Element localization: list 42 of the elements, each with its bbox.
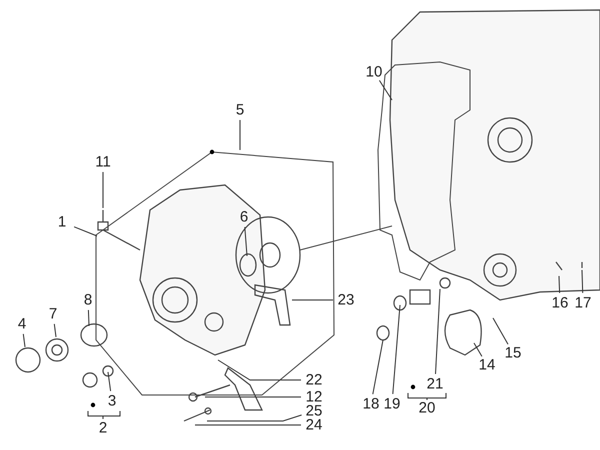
leader-line	[194, 424, 302, 426]
callout-number: 21	[426, 376, 444, 392]
callout-number: 18	[362, 396, 380, 412]
callout-number: 19	[384, 396, 400, 412]
callout-number: 12	[306, 390, 322, 404]
leader-line	[492, 318, 508, 345]
leader-line	[435, 288, 440, 374]
callout-number: 16	[552, 296, 568, 310]
leader-line	[372, 340, 384, 395]
leader-line	[392, 304, 400, 394]
leader-line	[74, 226, 98, 236]
leader-line	[22, 333, 26, 348]
callout-number: 25	[306, 404, 322, 418]
callout-number: 15	[504, 346, 522, 360]
leader-line	[204, 396, 302, 398]
leader-line	[102, 172, 104, 208]
leader-line	[474, 342, 482, 357]
callout-number: 10	[366, 64, 382, 80]
callout-number: 20	[418, 400, 436, 416]
callout-number: 14	[478, 358, 496, 372]
leader-line	[108, 372, 112, 392]
callout-number: 1	[58, 214, 66, 230]
callout-number: 22	[306, 372, 322, 388]
callout-number: 4	[18, 316, 26, 332]
leader-line	[582, 270, 584, 294]
leader-line	[244, 226, 248, 256]
callout-number: 11	[95, 154, 111, 170]
callout-number: 2	[98, 420, 108, 436]
callout-number: 24	[306, 418, 322, 432]
callout-number: 6	[240, 210, 248, 224]
leader-line	[206, 414, 302, 422]
leader-line	[218, 360, 302, 380]
callout-number: 7	[48, 306, 58, 322]
leader-line	[54, 323, 56, 338]
callout-number: 8	[84, 292, 92, 308]
leader-line	[378, 80, 392, 100]
leader-line	[88, 310, 90, 326]
callout-number: 23	[338, 292, 354, 308]
leader-line	[558, 276, 560, 294]
callout-number: 17	[574, 296, 592, 310]
callout-number: 3	[108, 394, 116, 408]
callout-number: 5	[236, 102, 244, 118]
